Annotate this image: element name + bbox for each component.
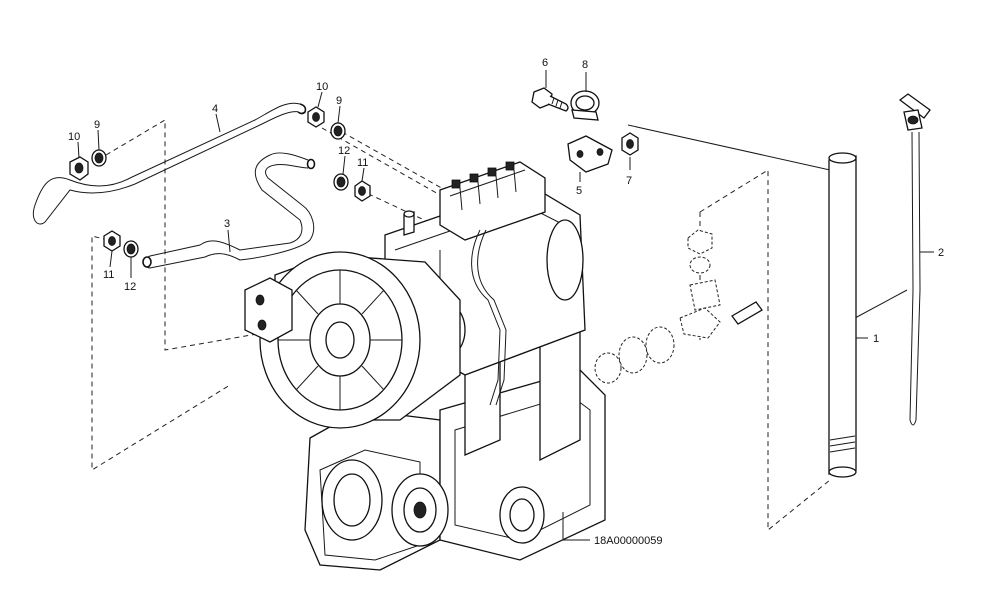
callout-9-top: 9	[336, 95, 342, 107]
callout-6: 6	[542, 57, 548, 69]
callout-9-left: 9	[94, 119, 100, 131]
dipstick-2	[898, 93, 931, 426]
exploded-seal-parts	[594, 229, 763, 384]
hose-4	[32, 102, 307, 225]
hose-3	[142, 152, 316, 269]
transmission-assembly	[244, 161, 606, 571]
callout-10-left: 10	[68, 131, 80, 143]
callout-8: 8	[582, 59, 588, 71]
callout-10-top: 10	[316, 81, 328, 93]
callout-4: 4	[212, 103, 218, 115]
clamp-8	[570, 90, 600, 121]
fitting-nut-11-left	[103, 230, 121, 252]
fitting-nut-10-left	[69, 156, 89, 181]
callout-2: 2	[938, 247, 944, 259]
fitting-sleeve-9-top	[330, 122, 346, 140]
fitting-sleeve-12-mid	[333, 173, 349, 191]
callout-12-left: 12	[124, 281, 136, 293]
drawing-code-label: 18A00000059	[594, 535, 663, 547]
callout-3: 3	[224, 218, 230, 230]
fitting-nut-10-top	[307, 106, 325, 128]
fitting-nut-11-mid	[354, 180, 371, 202]
callout-12-mid: 12	[338, 145, 350, 157]
assembly-guide-lines	[91, 119, 908, 532]
nut-7	[621, 132, 639, 156]
fitting-sleeve-12-left	[123, 240, 139, 258]
bolt-6	[531, 87, 569, 112]
dipstick-tube-1	[828, 152, 857, 478]
fitting-sleeve-9-left	[91, 149, 107, 167]
callout-5: 5	[576, 185, 582, 197]
callout-11-left: 11	[103, 269, 114, 281]
callout-labels: 1 2 3 4 5 6 7 8 9 9 10 10 11 11 12 12 18…	[68, 57, 944, 547]
callout-leaders	[77, 70, 934, 541]
plate-5	[567, 135, 613, 173]
callout-1: 1	[873, 333, 879, 345]
callout-7: 7	[626, 175, 632, 187]
callout-11-mid: 11	[357, 157, 368, 169]
